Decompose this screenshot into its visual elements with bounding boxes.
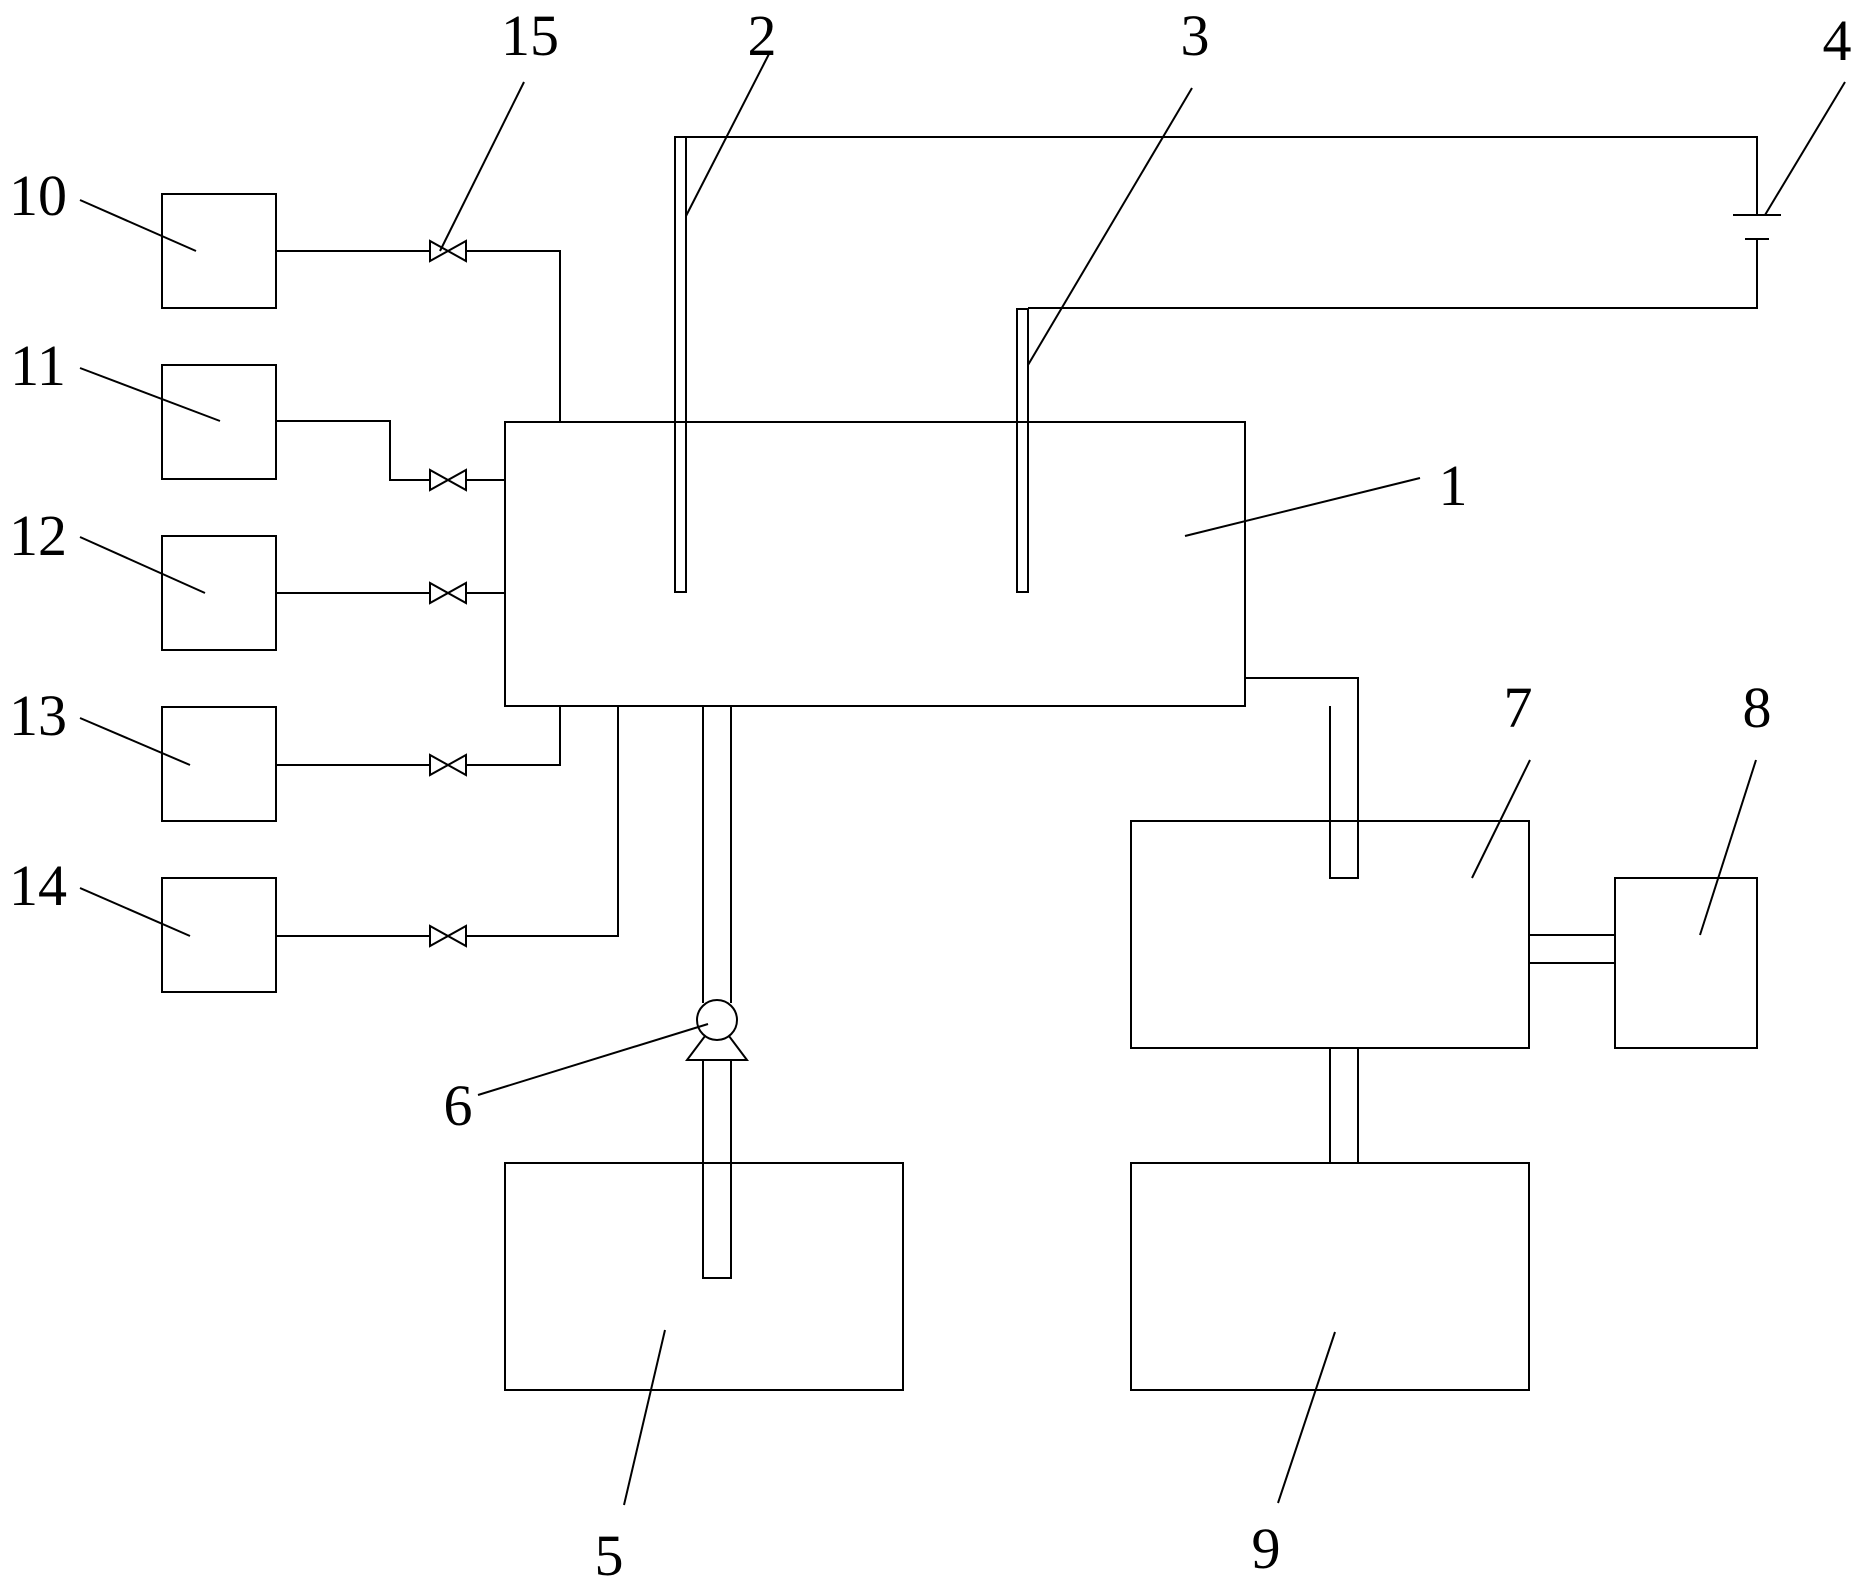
label-10: 10 (9, 163, 67, 228)
label-15: 15 (501, 3, 559, 68)
pump-pipe-lower (702, 1060, 732, 1279)
feed-pipes (276, 250, 619, 937)
label-7: 7 (1504, 675, 1533, 740)
label-6: 6 (444, 1073, 473, 1138)
label-13: 13 (9, 683, 67, 748)
power-circuit (686, 136, 1781, 309)
reagent-box-14 (161, 877, 277, 993)
label-9: 9 (1252, 1516, 1281, 1581)
valve-13 (429, 753, 467, 777)
reagent-box-12 (161, 535, 277, 651)
valve-12 (429, 581, 467, 605)
valve-11 (429, 468, 467, 492)
pipe-into-unit-7 (1329, 821, 1359, 879)
pump-6 (685, 999, 749, 1061)
main-tank (504, 421, 1246, 707)
label-5: 5 (595, 1523, 624, 1582)
reagent-box-10 (161, 193, 277, 309)
label-1: 1 (1439, 453, 1468, 518)
label-3: 3 (1181, 3, 1210, 68)
reagent-box-11 (161, 364, 277, 480)
label-2: 2 (748, 3, 777, 68)
unit-9 (1130, 1162, 1530, 1391)
electrode-3 (1016, 308, 1029, 593)
valve-15 (429, 239, 467, 263)
label-12: 12 (9, 503, 67, 568)
label-4: 4 (1823, 8, 1852, 73)
electrode-2 (674, 136, 687, 593)
leader-lines (79, 51, 1846, 1506)
label-11: 11 (10, 333, 66, 398)
label-8: 8 (1743, 675, 1772, 740)
unit-8 (1614, 877, 1758, 1049)
reagent-box-13 (161, 706, 277, 822)
label-14: 14 (9, 853, 67, 918)
valve-14 (429, 924, 467, 948)
